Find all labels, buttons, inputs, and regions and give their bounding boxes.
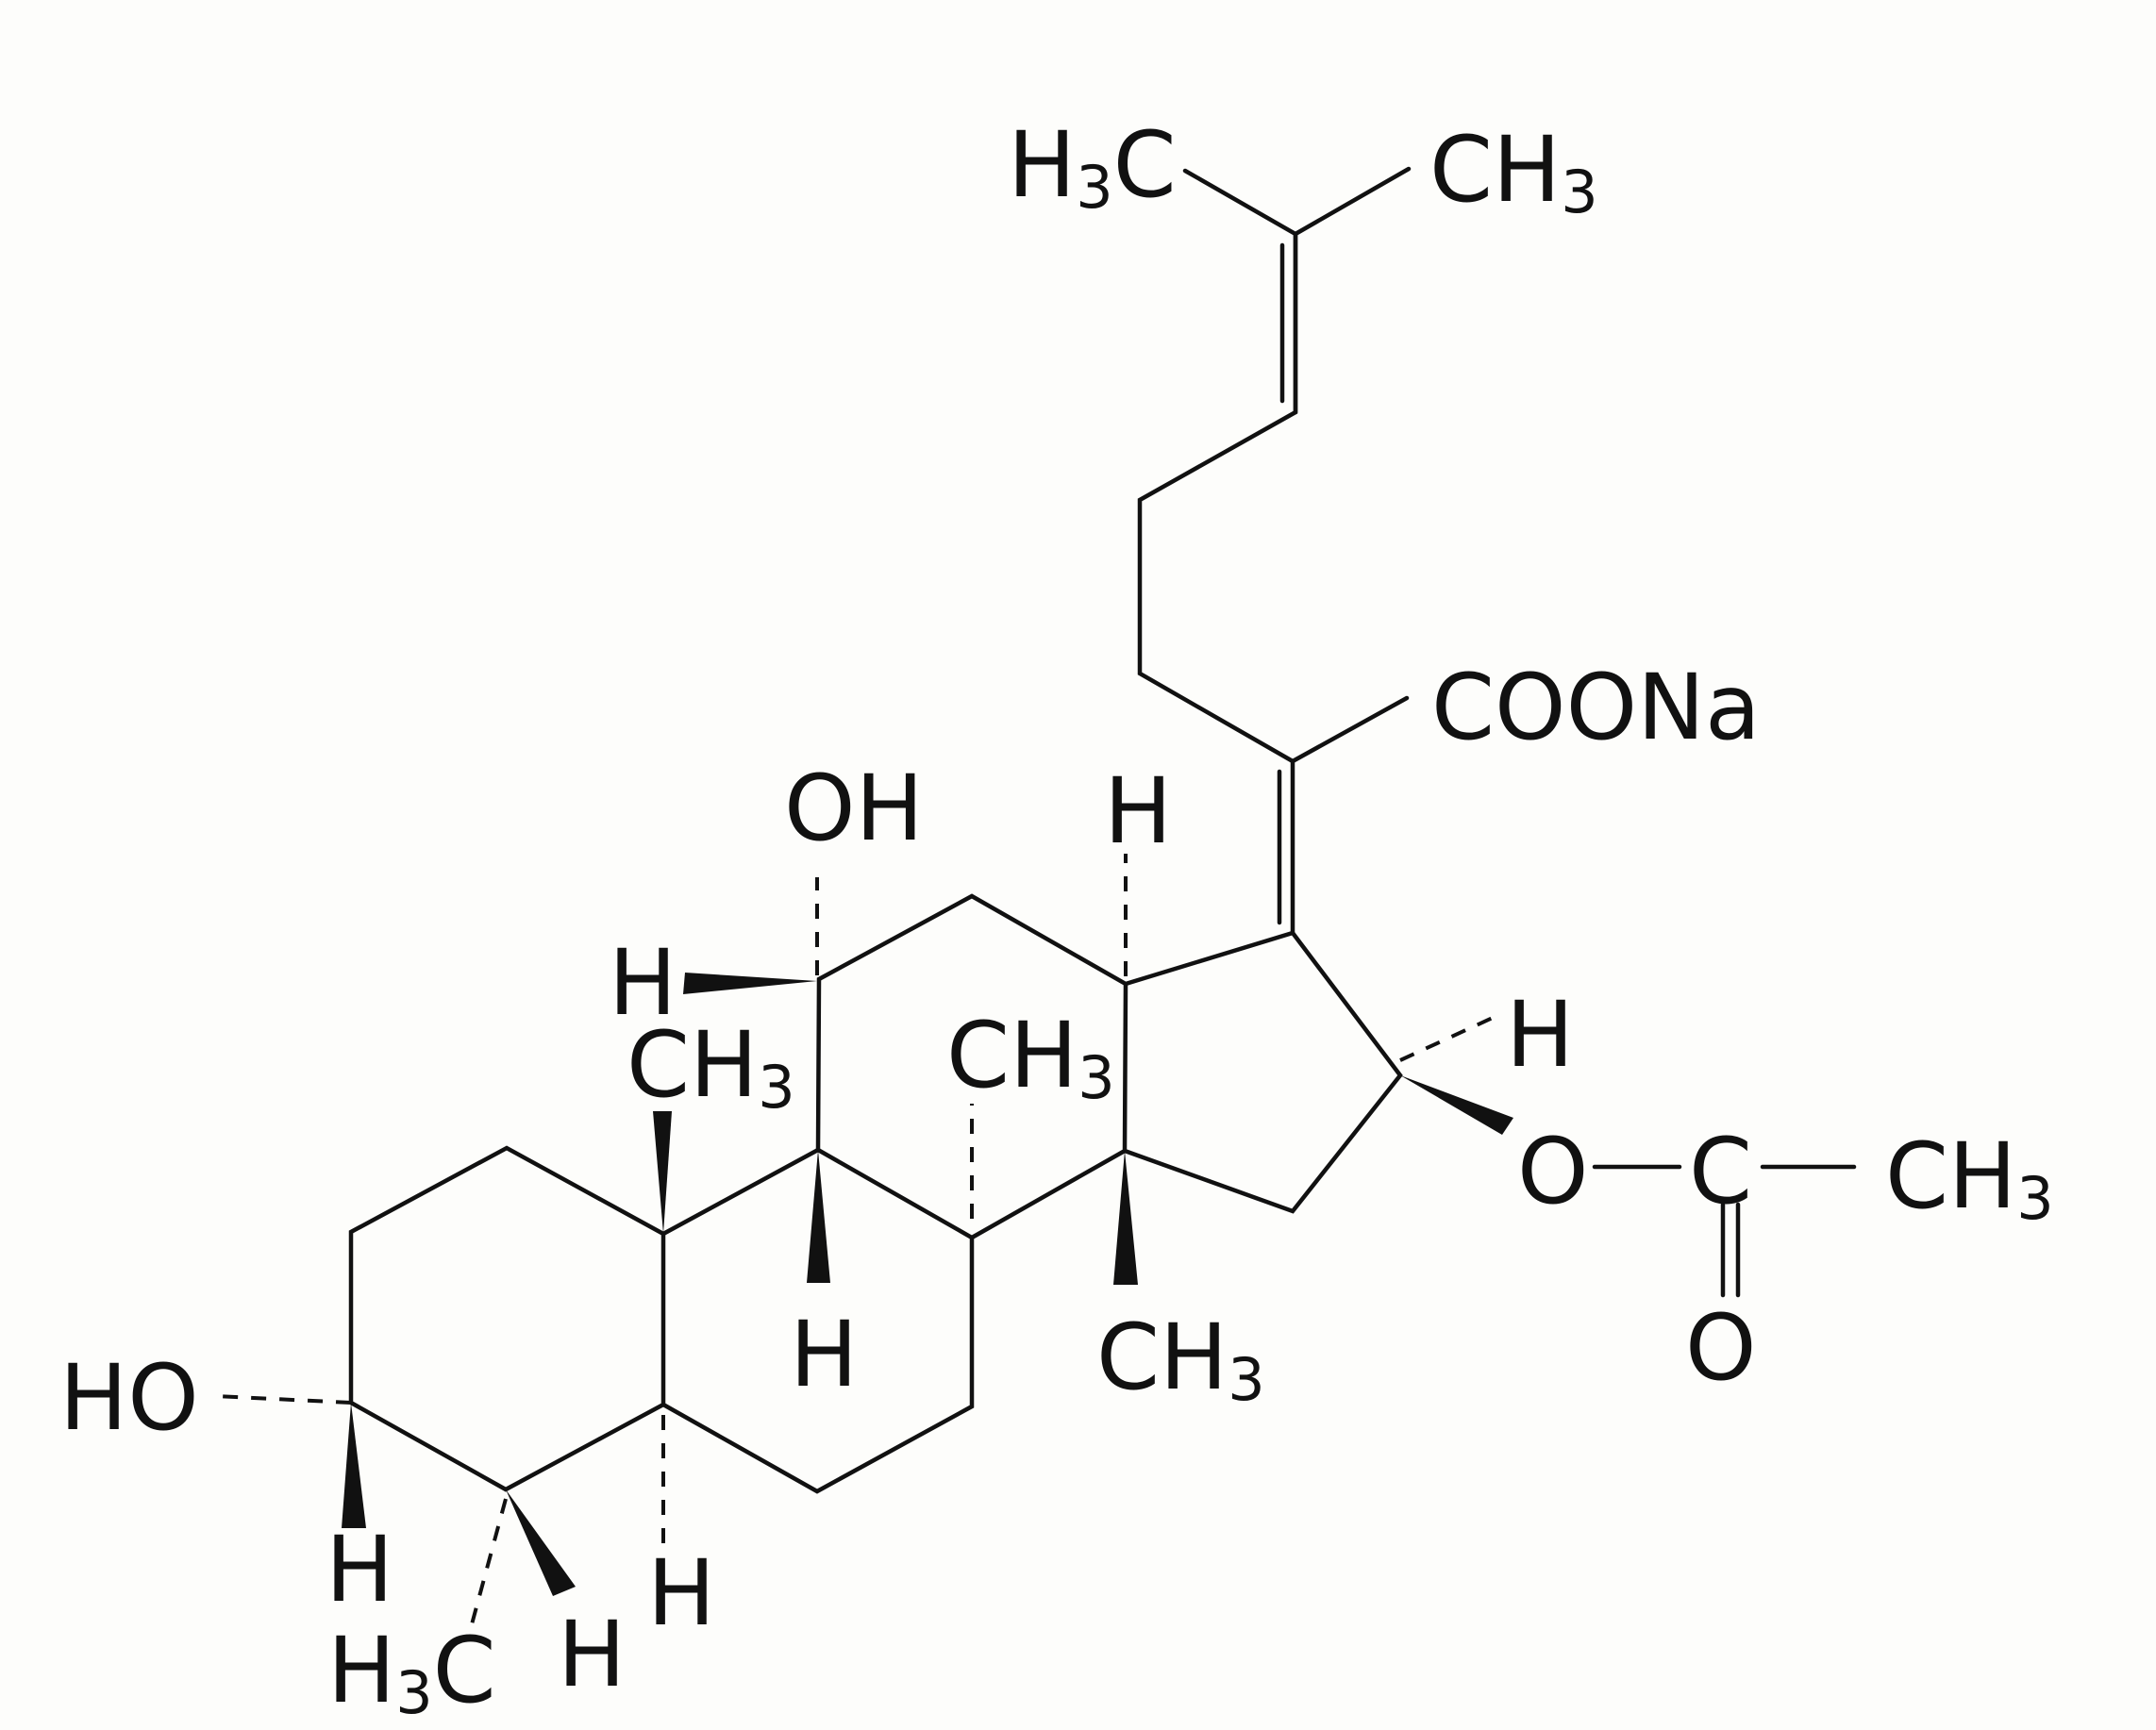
- label-ch3-c10: CH3: [627, 1012, 795, 1122]
- atom-labels: H3C CH3 COONa OH H H CH3 CH3 H O C CH3 O…: [59, 112, 2054, 1727]
- wedge-c11-h: [683, 973, 817, 994]
- label-ch3-c14: CH3: [1096, 1305, 1265, 1414]
- bond-to-coona: [1290, 695, 1410, 764]
- wedge-c14-ch3: [1113, 1151, 1138, 1285]
- label-h3c-c4: H3C: [327, 1618, 496, 1727]
- label-coona: COONa: [1431, 655, 1761, 760]
- bond-lines: [348, 166, 1857, 1494]
- hash-c3-oh: [214, 1394, 352, 1405]
- label-h-c11: H: [609, 930, 677, 1036]
- hashed-bonds: [214, 854, 1496, 1625]
- label-h-c3: H: [326, 1517, 393, 1622]
- ring-b-bonds: [660, 1147, 975, 1494]
- wedge-c10-ch3: [653, 1111, 672, 1234]
- carbonyl-double-bond: [1720, 1202, 1741, 1298]
- label-ch3-acetyl: CH3: [1885, 1123, 2054, 1233]
- ring-c-bonds: [815, 893, 1128, 1240]
- hash-c4-ch3: [470, 1498, 508, 1625]
- ring-a-bonds: [348, 1145, 666, 1492]
- label-ch3-c13: CH3: [946, 1003, 1115, 1112]
- label-ho-c3: HO: [59, 1345, 199, 1451]
- label-h-c4: H: [558, 1602, 626, 1707]
- side-chain-bonds: [1137, 166, 1412, 764]
- label-o-ester: O: [1517, 1119, 1589, 1224]
- label-oh-c11: OH: [784, 756, 924, 861]
- double-bond-c24-c25: [1279, 231, 1298, 415]
- wedge-bonds: [342, 973, 1513, 1596]
- label-o-carbonyl: O: [1685, 1295, 1757, 1401]
- label-c-carbonyl: C: [1689, 1119, 1752, 1224]
- ring-d-bonds: [1122, 930, 1403, 1214]
- wedge-c9-h: [807, 1150, 830, 1283]
- wedge-c4-h: [506, 1489, 576, 1596]
- wedge-c16-oac: [1400, 1075, 1513, 1135]
- label-h-c9: H: [790, 1302, 858, 1407]
- label-ch3-top: CH3: [1429, 117, 1598, 226]
- wedge-c3-h: [342, 1403, 366, 1528]
- label-h3c-top: H3C: [1008, 112, 1177, 222]
- double-bond-c17-c20: [1277, 758, 1295, 936]
- label-h-c5: H: [647, 1540, 715, 1646]
- label-h-c16: H: [1506, 982, 1574, 1088]
- hash-c16-h: [1399, 1015, 1496, 1062]
- label-h-c17: H: [1104, 758, 1172, 864]
